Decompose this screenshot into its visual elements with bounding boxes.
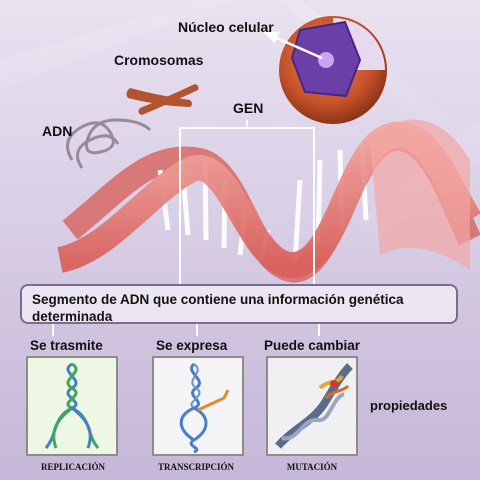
transcription-icon bbox=[154, 358, 242, 454]
transcription-card bbox=[152, 356, 244, 456]
chromosomes-label: Cromosomas bbox=[114, 52, 204, 68]
replication-icon bbox=[28, 358, 116, 454]
connector-line-3 bbox=[318, 324, 320, 336]
nucleus-label: Núcleo celular bbox=[178, 19, 274, 35]
properties-label: propiedades bbox=[370, 398, 448, 413]
property-title-change: Puede cambiar bbox=[264, 338, 361, 353]
mutation-caption: MUTACIÓN bbox=[286, 462, 338, 472]
transcription-caption: TRANSCRIPCIÓN bbox=[157, 462, 234, 472]
gene-bracket bbox=[179, 120, 315, 284]
property-title-transmit: Se trasmite bbox=[30, 338, 103, 353]
cell-nucleus-graphic bbox=[279, 16, 387, 124]
connector-line-2 bbox=[196, 324, 198, 336]
nucleus-arrow bbox=[262, 31, 323, 60]
double-helix-graphic bbox=[56, 119, 480, 283]
mutation-icon bbox=[268, 358, 356, 454]
coiled-dna-graphic bbox=[66, 118, 152, 169]
chromosome-graphic bbox=[126, 84, 199, 115]
gene-label: GEN bbox=[233, 100, 264, 116]
dna-label: ADN bbox=[42, 123, 73, 139]
connector-line-1 bbox=[52, 324, 54, 336]
definition-box: Segmento de ADN que contiene una informa… bbox=[20, 284, 458, 324]
mutation-card bbox=[266, 356, 358, 456]
replication-caption: REPLICACIÓN bbox=[40, 462, 105, 472]
property-title-express: Se expresa bbox=[156, 338, 228, 353]
replication-card bbox=[26, 356, 118, 456]
